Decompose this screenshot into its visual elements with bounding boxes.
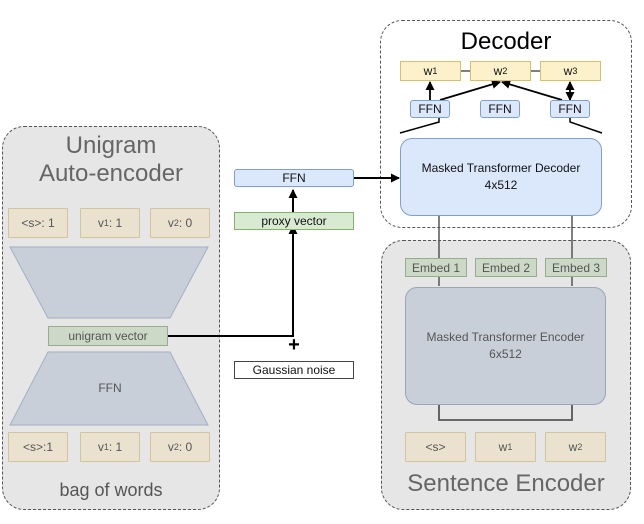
input-text: <s> [425, 440, 446, 454]
output-text: w [493, 64, 503, 78]
gaussian-noise: Gaussian noise [234, 361, 354, 379]
token-text: v [167, 216, 174, 230]
unigram-vector-label: unigram vector [68, 329, 148, 343]
plus-operator: + [288, 334, 300, 356]
middle-ffn: FFN [234, 169, 354, 187]
decoder-to-ffn1-wire [399, 118, 440, 134]
token-rest: : 0 [178, 440, 193, 454]
decoder-title: Decoder [460, 28, 552, 55]
ffn3-to-w2-arrow [501, 79, 563, 101]
encoder-bottom-bracket [438, 405, 573, 421]
sentence-encoder-title: Sentence Encoder [407, 470, 605, 497]
decoder-block-line1: Masked Transformer Decoder [421, 161, 581, 176]
bag-of-words-caption: bag of words [59, 480, 163, 500]
ffn-trapezoid [9, 351, 209, 426]
decoder-to-ffn3-wire [569, 118, 603, 134]
token-text: <s>: 1 [21, 216, 55, 230]
encoder-trapezoid [9, 246, 209, 319]
proxy-vector: proxy vector [234, 212, 354, 230]
token-subscript: 1 [103, 217, 109, 228]
token-text: v [97, 216, 104, 230]
output-subscript: 2 [502, 65, 508, 76]
embed-text: Embed 2 [481, 260, 531, 275]
decoder-ffn-2: FFN [480, 100, 520, 118]
token-subscript: 2 [173, 217, 179, 228]
token-rest: : 1 [108, 216, 123, 230]
token-text: v [167, 440, 174, 454]
token-text: <s>:1 [22, 440, 54, 454]
input-text: w [498, 440, 508, 454]
decoder-ffn-1: FFN [410, 100, 450, 118]
ffn-text: FFN [558, 102, 582, 116]
unigram-vector: unigram vector [48, 326, 168, 346]
output-subscript: 1 [432, 65, 438, 76]
encoder-embed-3: Embed 3 [545, 258, 607, 277]
unigram-ffn-label: FFN [70, 378, 150, 398]
encoder-embed-2: Embed 2 [475, 258, 537, 277]
decoder-ffn-3: FFN [550, 100, 590, 118]
token-text: v [97, 440, 104, 454]
unigram-to-noise-wire [168, 225, 298, 337]
masked-transformer-decoder: Masked Transformer Decoder 4x512 [400, 138, 602, 216]
ffn-text: FFN [418, 102, 442, 116]
embed-text: Embed 1 [411, 260, 461, 275]
encoder-embed-1: Embed 1 [405, 258, 467, 277]
output-subscript: 3 [572, 65, 578, 76]
token-subscript: 1 [103, 441, 109, 452]
encoder-block-line2: 6x512 [489, 347, 522, 361]
ffn-text: FFN [488, 102, 512, 116]
unigram-bottom-token-0: <s>:1 [8, 432, 68, 462]
unigram-ffn-text: FFN [98, 381, 122, 395]
input-subscript: 2 [577, 441, 583, 452]
output-text: w [563, 64, 573, 78]
decoder-block-line2: 4x512 [484, 178, 518, 192]
masked-transformer-encoder: Masked Transformer Encoder 6x512 [405, 287, 606, 405]
encoder-input-s: <s> [405, 432, 466, 462]
unigram-title-line2: Auto-encoder [38, 159, 184, 187]
unigram-title-line1: Unigram [65, 132, 157, 159]
ffn1-to-w2-arrow [439, 79, 501, 101]
token-rest: : 1 [108, 440, 123, 454]
unigram-top-token-0: <s>: 1 [8, 208, 68, 238]
gaussian-noise-label: Gaussian noise [252, 363, 336, 377]
encoder-block-line1: Masked Transformer Encoder [426, 330, 585, 345]
unigram-panel-title: Unigram Auto-encoder [2, 132, 220, 187]
output-text: w [423, 64, 433, 78]
token-rest: : 0 [178, 216, 193, 230]
input-text: w [568, 440, 578, 454]
input-subscript: 1 [507, 441, 513, 452]
embed-text: Embed 3 [551, 260, 601, 275]
middle-ffn-label: FFN [282, 171, 306, 185]
token-subscript: 2 [173, 441, 179, 452]
proxy-vector-label: proxy vector [261, 214, 327, 228]
